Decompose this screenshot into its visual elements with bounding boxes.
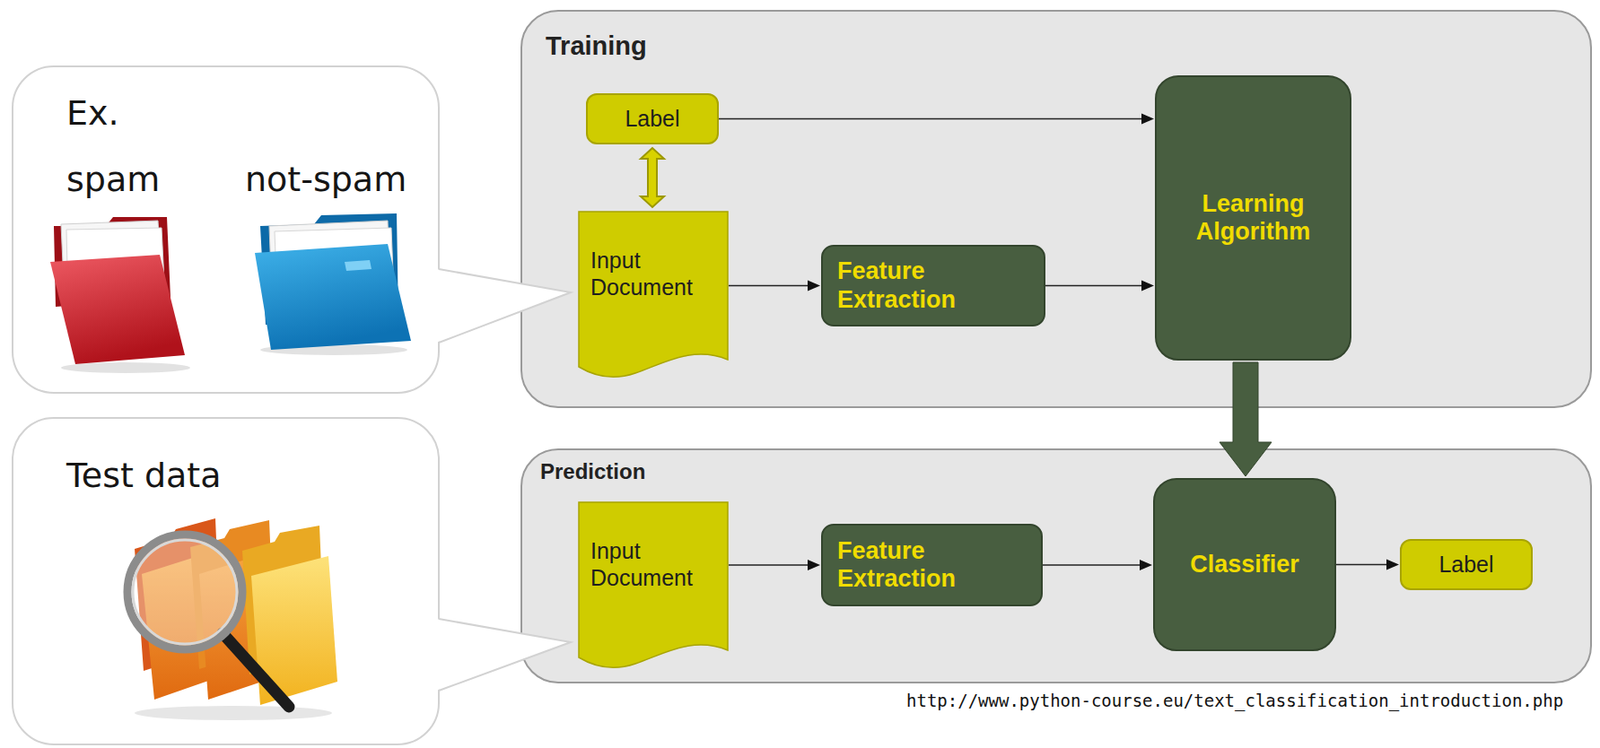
callout: Ex. spam not-spam xyxy=(12,66,439,394)
training-panel: TrainingLabelInput Document Feature Extra… xyxy=(520,9,1592,409)
process-box: Learning Algorithm xyxy=(1154,75,1352,361)
label-box: Label xyxy=(1399,539,1533,591)
box-label: Label xyxy=(1438,551,1494,578)
blue-folder-icon xyxy=(254,213,411,356)
box-label: Classifier xyxy=(1189,550,1300,579)
callout-text: spam xyxy=(66,159,160,200)
process-box: Classifier xyxy=(1153,478,1337,652)
document-shape: Input Document xyxy=(577,501,729,671)
box-label: Input Document xyxy=(590,537,709,592)
label-box: Label xyxy=(585,93,719,145)
box-label: Input Document xyxy=(590,246,709,301)
test-folders-icon xyxy=(127,518,338,721)
document-shape: Input Document xyxy=(577,210,729,380)
panel-title: Prediction xyxy=(540,459,646,485)
prediction-panel: PredictionInput Document Feature Extracti… xyxy=(520,448,1592,684)
box-label: Feature Extraction xyxy=(837,537,1041,594)
process-box: Feature Extraction xyxy=(821,244,1046,327)
callout-text: Test data xyxy=(66,455,222,496)
box-label: Label xyxy=(624,105,680,132)
red-folder-icon xyxy=(50,217,191,374)
callout-bubble xyxy=(12,418,571,745)
process-box: Feature Extraction xyxy=(821,524,1043,607)
source-url: http://www.python-course.eu/text_classif… xyxy=(906,690,1564,711)
callout-text: not-spam xyxy=(244,159,407,200)
callout: Test data xyxy=(12,418,439,745)
callout-text: Ex. xyxy=(66,93,120,133)
panel-title: Training xyxy=(545,31,647,62)
box-label: Feature Extraction xyxy=(837,257,1044,314)
box-label: Learning Algorithm xyxy=(1156,190,1350,246)
callout-bubble xyxy=(12,66,571,394)
